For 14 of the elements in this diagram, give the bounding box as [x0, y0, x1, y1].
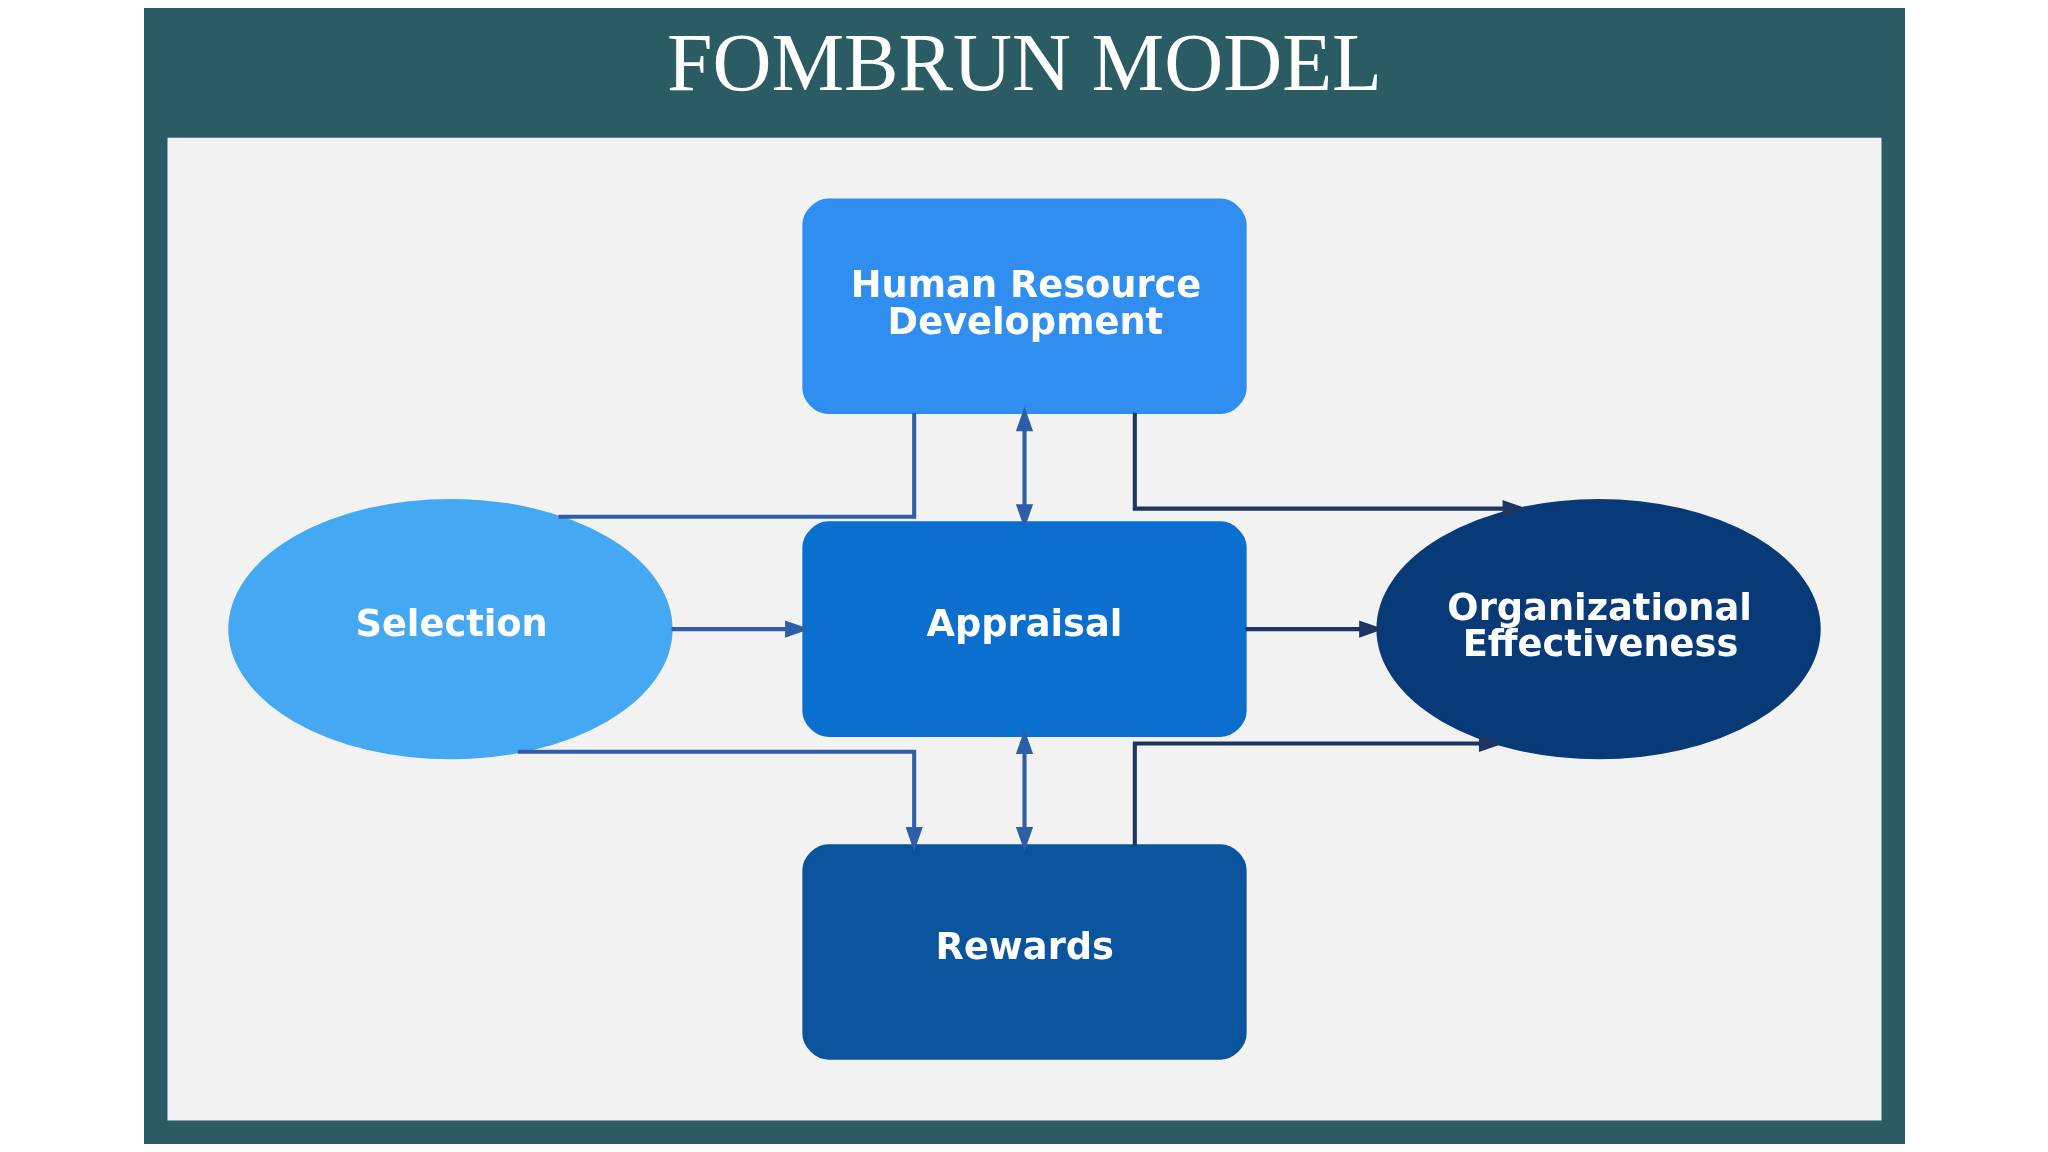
arrow — [1015, 406, 1033, 529]
arrow — [671, 620, 810, 638]
node-box: Appraisal — [801, 521, 1247, 737]
arrow — [1132, 734, 1504, 846]
diagram-title: FOMBRUN MODEL — [666, 16, 1382, 108]
cluster — [167, 137, 1881, 1121]
node-ellipse: Selection — [227, 498, 673, 760]
arrow — [517, 749, 923, 852]
arrow — [1015, 729, 1033, 852]
node-box: Human Resource Development — [801, 198, 1247, 415]
connector — [558, 412, 916, 519]
arrow — [1245, 620, 1384, 638]
node-box: Rewards — [801, 844, 1247, 1060]
arrow — [1132, 412, 1527, 518]
